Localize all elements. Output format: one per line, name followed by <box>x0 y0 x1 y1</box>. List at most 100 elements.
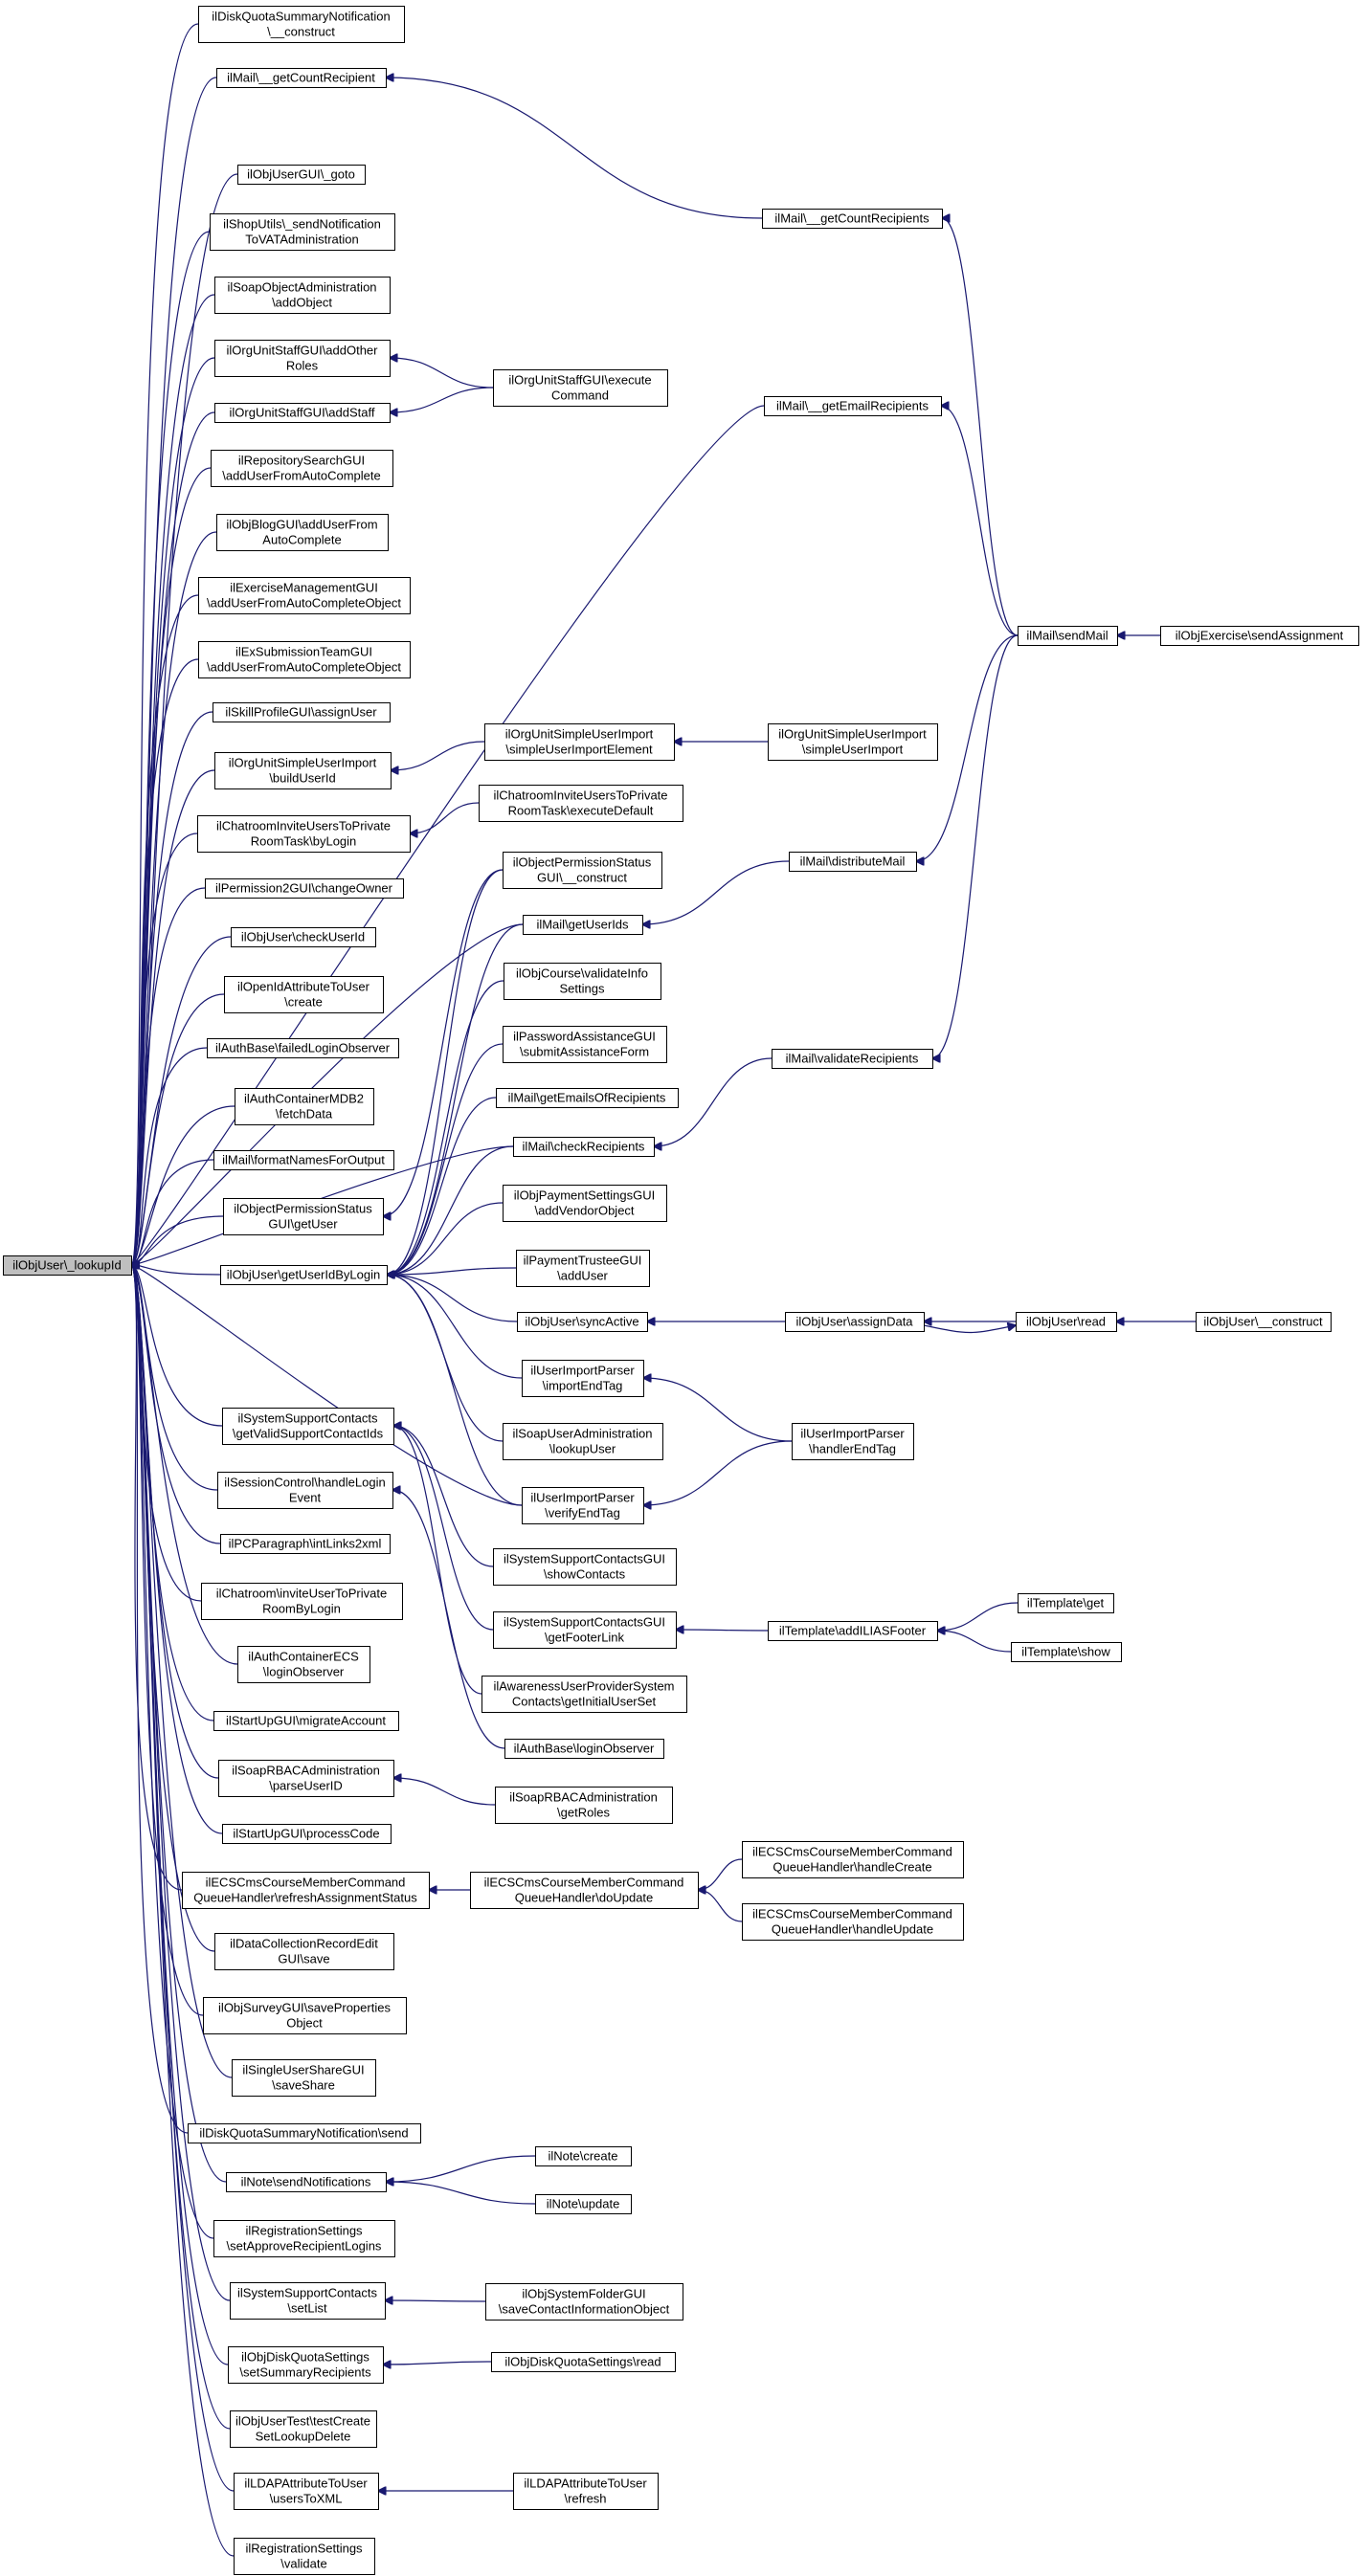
node-n-orgsimple-import[interactable]: ilOrgUnitSimpleUserImport\simpleUserImpo… <box>768 723 938 761</box>
node-n-note-create[interactable]: ilNote\create <box>535 2146 632 2166</box>
node-label-line: ilObjUser\getUserIdByLogin <box>227 1268 380 1282</box>
node-label-line: ilExerciseManagementGUI <box>230 581 378 595</box>
node-label-line: ilNote\create <box>549 2149 618 2164</box>
node-n-soaprbac-getroles[interactable]: ilSoapRBACAdministration\getRoles <box>495 1787 673 1824</box>
node-n-dqsn-send[interactable]: ilDiskQuotaSummaryNotification\send <box>188 2123 421 2143</box>
node-n-chatroom-invite[interactable]: ilChatroom\inviteUserToPrivateRoomByLogi… <box>201 1583 403 1620</box>
node-n-soapuser-lookup[interactable]: ilSoapUserAdministration\lookupUser <box>503 1423 663 1460</box>
node-n-dqsettings-read[interactable]: ilObjDiskQuotaSettings\read <box>491 2352 676 2372</box>
node-n-note-sendnotif[interactable]: ilNote\sendNotifications <box>226 2172 387 2192</box>
node-n-authecs-login[interactable]: ilAuthContainerECS\loginObserver <box>237 1646 370 1683</box>
node-n-ecs-handleupdate[interactable]: ilECSCmsCourseMemberCommandQueueHandler\… <box>742 1903 964 1941</box>
node-n-mail-formatnames[interactable]: ilMail\formatNamesForOutput <box>213 1150 394 1170</box>
node-n-template-get[interactable]: ilTemplate\get <box>1018 1593 1114 1613</box>
node-n-orgstaff-addstaff[interactable]: ilOrgUnitStaffGUI\addStaff <box>214 403 391 423</box>
node-n-mail-sendmail[interactable]: ilMail\sendMail <box>1018 626 1118 646</box>
node-n-objuser-read[interactable]: ilObjUser\read <box>1016 1312 1117 1332</box>
node-n-mail-getemailrecipients[interactable]: ilMail\__getEmailRecipients <box>764 396 942 416</box>
node-n-pwassist[interactable]: ilPasswordAssistanceGUI\submitAssistance… <box>503 1026 667 1063</box>
node-label-line: ilChatroomInviteUsersToPrivate <box>493 788 667 803</box>
node-n-ecs-handlecreate[interactable]: ilECSCmsCourseMemberCommandQueueHandler\… <box>742 1841 964 1878</box>
node-n-authbase-failed[interactable]: ilAuthBase\failedLoginObserver <box>207 1038 399 1058</box>
node-label-line: ilObjUserGUI\_goto <box>247 167 355 182</box>
node-n-note-update[interactable]: ilNote\update <box>535 2194 632 2214</box>
node-n-mail-getemails[interactable]: ilMail\getEmailsOfRecipients <box>496 1088 679 1108</box>
node-n-dqsn-construct[interactable]: ilDiskQuotaSummaryNotification\__constru… <box>198 6 405 43</box>
node-n-chatinvite-execdefault[interactable]: ilChatroomInviteUsersToPrivateRoomTask\e… <box>479 785 683 822</box>
node-n-objuser-checkuserid[interactable]: ilObjUser\checkUserId <box>231 927 376 947</box>
edge-n_syssuppgui_footer-to-n_syssupp_getvalid <box>393 1426 494 1631</box>
node-n-regsettings-validate[interactable]: ilRegistrationSettings\validate <box>234 2538 375 2575</box>
node-label-line: ilAuthContainerECS <box>248 1650 359 1664</box>
node-n-objuser-construct[interactable]: ilObjUser\__construct <box>1196 1312 1332 1332</box>
node-n-ecs-refresh[interactable]: ilECSCmsCourseMemberCommandQueueHandler\… <box>182 1872 430 1909</box>
node-label-line: ilDiskQuotaSummaryNotification\send <box>199 2126 408 2141</box>
node-n-mail-getuserids[interactable]: ilMail\getUserIds <box>523 915 643 935</box>
node-n-authmdb2-fetch[interactable]: ilAuthContainerMDB2\fetchData <box>235 1088 374 1125</box>
node-n-sysfolder-save[interactable]: ilObjSystemFolderGUI\saveContactInformat… <box>485 2283 683 2321</box>
node-n-mail-getcountrecipient[interactable]: ilMail\__getCountRecipient <box>216 68 387 88</box>
node-n-openid-create[interactable]: ilOpenIdAttributeToUser\create <box>224 976 384 1013</box>
node-n-paysettings[interactable]: ilObjPaymentSettingsGUI\addVendorObject <box>503 1185 667 1222</box>
node-n-syssupp-setlist[interactable]: ilSystemSupportContacts\setList <box>230 2282 386 2320</box>
node-n-soaprbac-parse[interactable]: ilSoapRBACAdministration\parseUserID <box>218 1760 394 1797</box>
node-n-paytrustee[interactable]: ilPaymentTrusteeGUI\addUser <box>516 1250 650 1287</box>
node-n-objexercise-send[interactable]: ilObjExercise\sendAssignment <box>1160 626 1359 646</box>
node-n-mail-checkrecipients[interactable]: ilMail\checkRecipients <box>513 1137 655 1157</box>
node-n-ldap-userstoxml[interactable]: ilLDAPAttributeToUser\usersToXML <box>234 2473 379 2510</box>
node-n-dqsettings-setsummary[interactable]: ilObjDiskQuotaSettings\setSummaryRecipie… <box>228 2346 384 2384</box>
node-n-authbase-login[interactable]: ilAuthBase\loginObserver <box>504 1739 664 1759</box>
node-n-reposearch[interactable]: ilRepositorySearchGUI\addUserFromAutoCom… <box>211 450 393 487</box>
node-label-line: ilOpenIdAttributeToUser <box>237 980 370 994</box>
node-n-orgsimple-element[interactable]: ilOrgUnitSimpleUserImport\simpleUserImpo… <box>484 723 675 761</box>
node-n-soapobj-addobject[interactable]: ilSoapObjectAdministration\addObject <box>214 277 391 314</box>
node-n-skillprofile[interactable]: ilSkillProfileGUI\assignUser <box>213 702 391 722</box>
node-n-template-addfooter[interactable]: ilTemplate\addILIASFooter <box>768 1621 938 1641</box>
node-n-syssupp-getvalid[interactable]: ilSystemSupportContacts\getValidSupportC… <box>222 1408 394 1445</box>
node-n-startup-process[interactable]: ilStartUpGUI\processCode <box>222 1824 392 1844</box>
node-n-awareness[interactable]: ilAwarenessUserProviderSystemContacts\ge… <box>481 1676 687 1713</box>
node-n-template-show[interactable]: ilTemplate\show <box>1011 1642 1122 1662</box>
edges-layer <box>131 23 1196 2557</box>
node-n-orgsimple-build[interactable]: ilOrgUnitSimpleUserImport\buildUserId <box>214 752 392 789</box>
node-n-mail-getcountrecipients[interactable]: ilMail\__getCountRecipients <box>762 209 943 229</box>
node-n-pcparagraph[interactable]: ilPCParagraph\intLinks2xml <box>220 1534 391 1554</box>
node-n-userimport-verify[interactable]: ilUserImportParser\verifyEndTag <box>522 1487 644 1524</box>
node-n-userimport-endtag[interactable]: ilUserImportParser\importEndTag <box>522 1360 644 1397</box>
node-n-mail-distribute[interactable]: ilMail\distributeMail <box>789 852 917 872</box>
node-label-line: \setApproveRecipientLogins <box>227 2239 382 2254</box>
node-n-blog[interactable]: ilObjBlogGUI\addUserFromAutoComplete <box>216 514 389 551</box>
node-label-line: ilMail\validateRecipients <box>786 1052 919 1066</box>
node-n-objusergui-goto[interactable]: ilObjUserGUI\_goto <box>237 165 366 185</box>
node-n-objuser-assigndata[interactable]: ilObjUser\assignData <box>785 1312 925 1332</box>
node-n-ldap-refresh[interactable]: ilLDAPAttributeToUser\refresh <box>513 2473 659 2510</box>
node-n-userimport-handleend[interactable]: ilUserImportParser\handlerEndTag <box>792 1423 914 1460</box>
node-n-objuser-getidbylogin[interactable]: ilObjUser\getUserIdByLogin <box>220 1265 388 1285</box>
node-label-line: ilMail\checkRecipients <box>523 1140 645 1154</box>
edge-n_template_get-to-n_template_addfooter <box>937 1602 1019 1631</box>
node-n-ecs-doupdate[interactable]: ilECSCmsCourseMemberCommandQueueHandler\… <box>470 1872 699 1909</box>
node-n-exsubteam[interactable]: ilExSubmissionTeamGUI\addUserFromAutoCom… <box>198 641 411 678</box>
node-n-exmgmt[interactable]: ilExerciseManagementGUI\addUserFromAutoC… <box>198 577 411 614</box>
node-n-shoputils[interactable]: ilShopUtils\_sendNotificationToVATAdmini… <box>210 213 395 251</box>
node-n-syssuppgui-show[interactable]: ilSystemSupportContactsGUI\showContacts <box>493 1548 677 1586</box>
node-box <box>785 1312 925 1332</box>
node-n-regsettings-setapprove[interactable]: ilRegistrationSettings\setApproveRecipie… <box>213 2220 395 2257</box>
node-n-chatinvite-bylogin[interactable]: ilChatroomInviteUsersToPrivateRoomTask\b… <box>197 815 411 853</box>
node-n-syssuppgui-footer[interactable]: ilSystemSupportContactsGUI\getFooterLink <box>493 1611 677 1649</box>
node-n-objuser-syncactive[interactable]: ilObjUser\syncActive <box>517 1312 648 1332</box>
node-n-perm2-changeowner[interactable]: ilPermission2GUI\changeOwner <box>205 878 404 899</box>
node-n-singleshare[interactable]: ilSingleUserShareGUI\saveShare <box>232 2059 376 2097</box>
node-n-mail-validate[interactable]: ilMail\validateRecipients <box>772 1049 933 1069</box>
node-root[interactable]: ilObjUser\_lookupId <box>3 1255 132 1276</box>
node-n-startup-migrate[interactable]: ilStartUpGUI\migrateAccount <box>213 1711 399 1731</box>
